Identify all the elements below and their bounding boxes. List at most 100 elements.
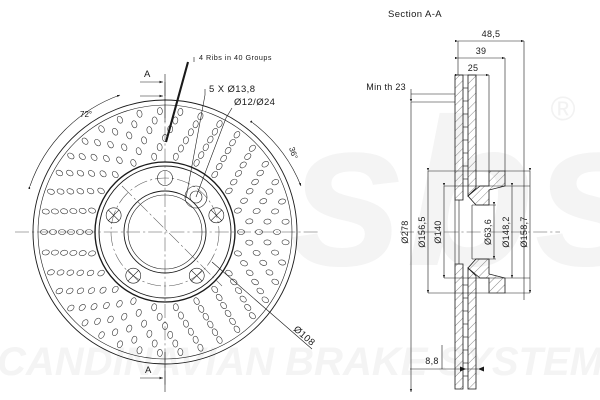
drill-hole — [202, 312, 209, 321]
drill-hole — [256, 287, 264, 295]
drill-hole — [56, 188, 65, 195]
drill-hole — [233, 325, 241, 333]
drill-hole — [131, 120, 138, 129]
cheek-outboard-top — [454, 74, 464, 201]
drill-hole — [130, 159, 137, 167]
drill-hole — [271, 208, 279, 215]
drill-hole — [230, 278, 238, 286]
drill-hole — [281, 239, 290, 246]
drill-hole — [47, 188, 55, 195]
bolt-hole — [105, 207, 122, 224]
drill-hole — [135, 147, 142, 155]
drill-hole — [41, 249, 50, 256]
hat-inner-circle — [98, 165, 232, 299]
drill-hole — [81, 137, 89, 145]
drill-hole — [178, 144, 184, 153]
drill-hole — [103, 301, 110, 310]
drill-hole — [156, 312, 163, 321]
drill-hole — [41, 208, 50, 215]
drill-hole — [66, 169, 74, 177]
angle-72-label: 72° — [80, 110, 92, 119]
drill-hole — [216, 120, 223, 128]
drill-hole — [216, 336, 223, 344]
bolt-hole — [188, 267, 205, 284]
drill-hole — [183, 319, 189, 328]
cooling-vanes-bottom — [463, 284, 468, 377]
drill-hole — [263, 218, 272, 225]
drill-hole — [245, 218, 254, 225]
drill-hole — [98, 125, 105, 133]
drill-hole — [245, 269, 254, 276]
drill-hole — [135, 309, 142, 317]
drill-hole — [215, 163, 223, 171]
drill-hole — [263, 239, 272, 246]
drill-hole — [229, 139, 236, 147]
drill-hole — [94, 139, 101, 147]
drill-hole — [141, 319, 147, 328]
drill-hole — [244, 304, 252, 311]
drill-hole — [278, 198, 286, 205]
bolt-hole — [125, 267, 142, 284]
drill-hole — [151, 339, 158, 348]
min-thickness-label: Min th 23 — [366, 82, 406, 92]
drill-hole — [116, 300, 123, 308]
drill-hole — [78, 207, 87, 214]
drill-hole-note-label: Ø12/Ø24 — [234, 97, 275, 108]
section-title: Section A-A — [388, 9, 442, 20]
section-marker-bottom: A — [140, 352, 166, 392]
drill-hole — [248, 312, 256, 320]
drill-hole — [67, 229, 75, 235]
drill-hole — [229, 317, 236, 325]
drill-hole — [172, 152, 179, 161]
drill-hole — [90, 153, 98, 161]
drill-hole — [192, 335, 199, 344]
section-marker-top: A — [140, 69, 166, 122]
drill-hole — [111, 171, 119, 179]
drill-hole — [88, 250, 96, 257]
drill-hole — [151, 303, 158, 312]
cooling-vanes-top — [463, 87, 468, 180]
drill-hole — [126, 324, 133, 333]
drill-hole — [233, 131, 241, 139]
drill-hole — [220, 301, 227, 310]
drill-hole — [245, 239, 254, 246]
ribs-note-annotation: 4 Ribs in 40 Groups — [164, 53, 272, 143]
drill-hole — [172, 339, 179, 348]
drill-hole — [146, 126, 153, 135]
drill-hole — [111, 285, 119, 293]
drill-hole — [271, 179, 279, 186]
horizontal-dimension-stack: 48,5 39 25 8,8 — [410, 29, 525, 372]
drill-hole — [207, 135, 214, 144]
drill-hole — [255, 229, 263, 235]
drill-hole — [78, 250, 87, 257]
drill-hole — [76, 269, 85, 276]
drill-hole — [224, 147, 232, 155]
drill-hole — [141, 136, 147, 145]
angle-36-annotation: 36° — [249, 120, 302, 187]
drill-hole — [224, 309, 232, 317]
drill-hole — [178, 311, 184, 320]
drill-hole — [234, 170, 243, 177]
drill-hole — [202, 143, 209, 152]
drill-hole — [49, 229, 57, 235]
drill-hole — [131, 335, 138, 344]
drill-hole — [136, 109, 143, 118]
hub-bore-inner — [127, 194, 203, 270]
drill-hole — [207, 320, 214, 329]
drill-hole — [237, 229, 245, 235]
drill-hole — [116, 340, 123, 349]
drill-hole — [265, 188, 274, 195]
disc-cross-section — [454, 74, 506, 390]
drill-hole — [67, 152, 75, 160]
min-thickness-annotation: Min th 23 — [366, 82, 455, 99]
drill-hole — [87, 170, 96, 177]
drill-hole — [193, 297, 200, 305]
drill-hole — [99, 286, 107, 294]
dim-39: 39 — [476, 46, 487, 56]
drill-hole — [87, 287, 96, 294]
front-view: A A 72° 36° 4 Ribs in 40 Groups 5 X Ø13,… — [15, 53, 318, 392]
drill-hole — [193, 159, 200, 167]
drill-hole — [234, 287, 243, 294]
drill-hole — [278, 259, 286, 266]
drill-hole — [146, 329, 153, 338]
